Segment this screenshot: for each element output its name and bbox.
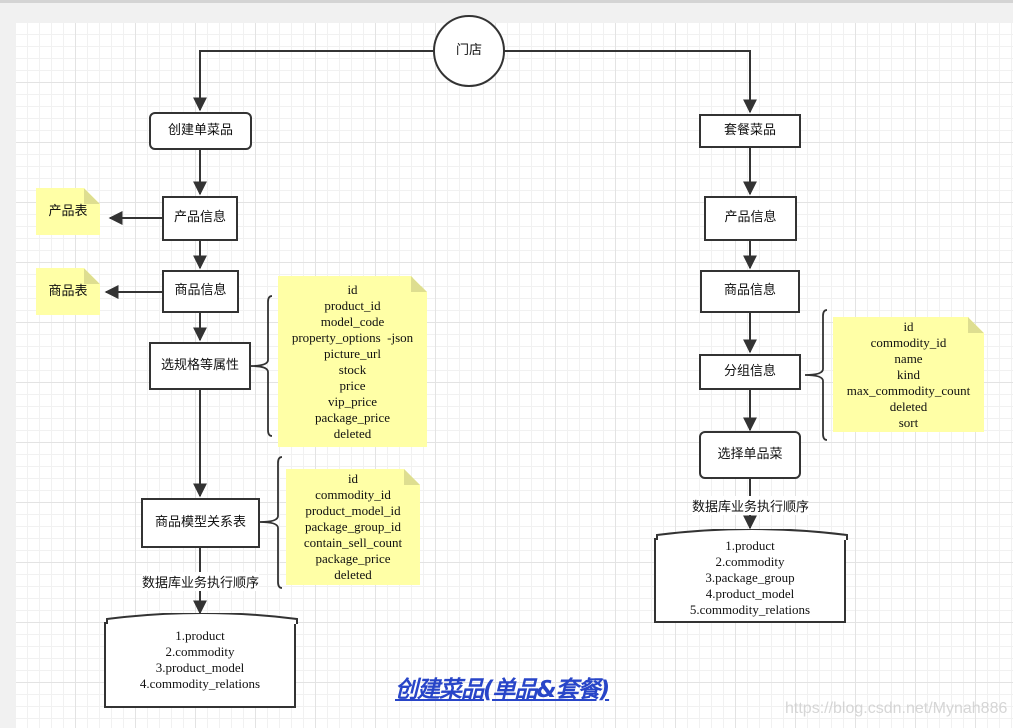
db-order-line: 2.commodity <box>165 644 235 659</box>
field-line: commodity_id <box>870 335 947 350</box>
commodity-table-label: 商品表 <box>48 283 88 299</box>
create-single-node[interactable]: 创建单菜品 <box>149 112 252 150</box>
store-node[interactable]: 门店 <box>433 15 505 87</box>
commodity-info-label: 商品信息 <box>174 283 227 299</box>
watermark: https://blog.csdn.net/Mynah886 <box>785 700 1008 717</box>
db-order-line: 3.package_group <box>705 570 795 585</box>
db-order-line: 1.product <box>725 538 775 553</box>
create-single-label: 创建单菜品 <box>167 122 233 138</box>
combo-label: 套餐菜品 <box>723 122 776 138</box>
db-order-line: 4.commodity_relations <box>139 676 261 691</box>
field-line: contain_sell_count <box>303 535 403 550</box>
group-fields-note[interactable]: id commodity_id name kind max_commodity_… <box>833 317 984 432</box>
field-line: property_options -json <box>291 330 414 345</box>
brace-group-fields <box>804 309 828 441</box>
model-relation-node[interactable]: 商品模型关系表 <box>141 498 260 548</box>
group-info-node[interactable]: 分组信息 <box>699 354 801 390</box>
field-line: sort <box>898 415 919 430</box>
field-line: deleted <box>334 567 372 582</box>
field-line: price <box>339 378 366 393</box>
field-line: vip_price <box>327 394 378 409</box>
select-single-label: 选择单品菜 <box>717 446 783 462</box>
relation-fields-note[interactable]: id commodity_id product_model_id package… <box>286 469 420 585</box>
db-order-line: 2.commodity <box>715 554 785 569</box>
single-exec-order-label: 数据库业务执行顺序 <box>142 572 260 591</box>
field-line: max_commodity_count <box>846 383 971 398</box>
edge-root-to-single <box>193 50 434 112</box>
edge-root-to-combo <box>504 50 757 114</box>
field-line: commodity_id <box>315 487 391 502</box>
product-table-label: 产品表 <box>48 203 88 219</box>
field-line: product_model_id <box>305 503 401 518</box>
db-order-line: 5.commodity_relations <box>689 602 811 617</box>
field-line: name <box>894 351 923 366</box>
field-line: package_price <box>315 551 391 566</box>
field-line: package_price <box>314 410 391 425</box>
combo-exec-order-label: 数据库业务执行顺序 <box>692 496 810 515</box>
combo-db-order[interactable]: 1.product 2.commodity 3.package_group 4.… <box>654 529 848 623</box>
field-line: stock <box>338 362 367 377</box>
diagram-canvas <box>16 23 1013 728</box>
product-fields-note[interactable]: id product_id model_code property_option… <box>278 276 427 447</box>
combo-node[interactable]: 套餐菜品 <box>699 114 801 148</box>
combo-product-info-node[interactable]: 产品信息 <box>704 196 797 241</box>
db-top-curve <box>656 529 848 540</box>
field-line: deleted <box>333 426 372 441</box>
field-line: product_id <box>324 298 381 313</box>
product-table-note[interactable]: 产品表 <box>36 188 100 235</box>
field-line: deleted <box>889 399 928 414</box>
brace-relation-fields <box>259 456 283 589</box>
field-line: id <box>347 471 359 486</box>
model-relation-label: 商品模型关系表 <box>154 514 246 530</box>
top-border <box>0 0 1013 3</box>
product-info-label: 产品信息 <box>173 210 226 226</box>
db-order-line: 4.product_model <box>705 586 795 601</box>
spec-select-node[interactable]: 选规格等属性 <box>149 342 251 390</box>
combo-product-info-label: 产品信息 <box>724 210 777 226</box>
field-line: id <box>903 319 914 334</box>
single-db-order[interactable]: 1.product 2.commodity 3.product_model 4.… <box>104 613 298 708</box>
select-single-node[interactable]: 选择单品菜 <box>699 431 801 479</box>
group-info-label: 分组信息 <box>723 363 776 379</box>
field-line: picture_url <box>323 346 382 361</box>
spec-select-label: 选规格等属性 <box>160 357 239 373</box>
field-line: id <box>347 282 358 297</box>
product-info-node[interactable]: 产品信息 <box>162 196 238 241</box>
brace-product-fields <box>249 295 273 437</box>
field-line: kind <box>896 367 921 382</box>
combo-commodity-info-node[interactable]: 商品信息 <box>700 270 800 313</box>
db-order-line: 3.product_model <box>155 660 245 675</box>
field-line: package_group_id <box>304 519 402 534</box>
store-label: 门店 <box>455 42 482 58</box>
diagram-title[interactable]: 创建菜品(单品&套餐) <box>395 677 610 703</box>
commodity-table-note[interactable]: 商品表 <box>36 268 100 315</box>
db-top-curve <box>106 613 298 624</box>
field-line: model_code <box>320 314 385 329</box>
combo-commodity-info-label: 商品信息 <box>723 283 776 299</box>
commodity-info-node[interactable]: 商品信息 <box>162 270 239 313</box>
db-order-line: 1.product <box>175 628 225 643</box>
